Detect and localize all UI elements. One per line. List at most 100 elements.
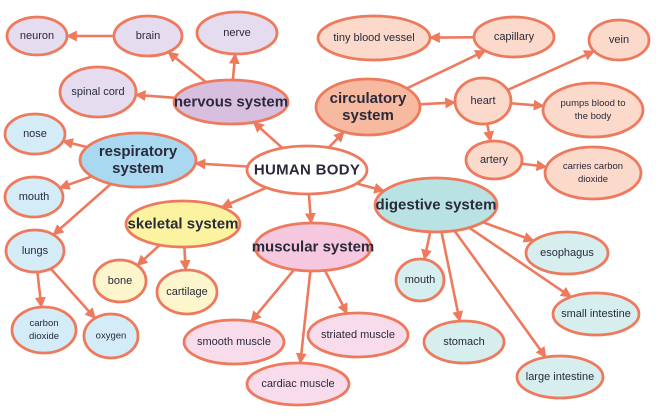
node-esophagus[interactable]: esophagus	[524, 230, 610, 276]
node-shape-muscular[interactable]	[253, 221, 373, 273]
edge-respiratory-to-rmouth	[58, 175, 93, 190]
node-shape-spinal[interactable]	[58, 65, 138, 119]
edge-root-to-digestive	[356, 182, 386, 194]
edge-circulatory-to-capillary	[406, 49, 487, 90]
node-shape-co2[interactable]	[10, 305, 78, 355]
node-muscular[interactable]: muscular system	[252, 221, 375, 273]
node-label-small: small intestine	[561, 308, 631, 320]
node-shape-large[interactable]	[515, 354, 605, 400]
node-shape-esophagus[interactable]	[524, 230, 610, 276]
node-cartilage[interactable]: cartilage	[155, 268, 219, 316]
node-nose[interactable]: nose	[3, 112, 67, 156]
node-small[interactable]: small intestine	[551, 291, 641, 337]
node-label-pumps: pumps blood to	[561, 98, 626, 109]
node-label-cartilage: cartilage	[166, 286, 208, 298]
node-stomach[interactable]: stomach	[422, 319, 506, 365]
node-shape-brain[interactable]	[112, 14, 184, 58]
node-shape-bone[interactable]	[92, 258, 148, 304]
node-tiny[interactable]: tiny blood vessel	[316, 14, 432, 62]
node-label-nervous: nervous system	[174, 94, 288, 111]
edge-respiratory-to-nose	[61, 138, 88, 149]
node-shape-stomach[interactable]	[422, 319, 506, 365]
node-label-digestive: digestive system	[376, 197, 497, 214]
edge-heart-to-artery	[483, 123, 495, 143]
node-bone[interactable]: bone	[92, 258, 148, 304]
node-shape-vein[interactable]	[587, 18, 651, 62]
edge-nervous-to-spinal	[134, 90, 176, 102]
node-label-muscular: muscular system	[252, 239, 375, 256]
node-label-respiratory: system	[112, 160, 164, 177]
node-label-carries: carries carbon	[563, 161, 623, 172]
node-heart[interactable]: heart	[453, 76, 513, 126]
node-shape-oxygen[interactable]	[82, 312, 140, 360]
node-label-oxygen: oxygen	[96, 331, 127, 342]
node-oxygen[interactable]: oxygen	[82, 312, 140, 360]
node-label-vein: vein	[609, 34, 629, 46]
node-shape-striated[interactable]	[306, 311, 410, 359]
node-label-co2: dioxide	[29, 331, 59, 342]
node-label-neuron: neuron	[20, 30, 54, 42]
node-dmouth[interactable]: mouth	[394, 257, 446, 303]
node-shape-capillary[interactable]	[472, 15, 556, 59]
node-shape-nose[interactable]	[3, 112, 67, 156]
node-shape-dmouth[interactable]	[394, 257, 446, 303]
edges-layer	[34, 30, 596, 365]
node-label-root: HUMAN BODY	[254, 162, 360, 179]
node-shape-smooth[interactable]	[182, 318, 286, 366]
node-shape-nerve[interactable]	[195, 10, 279, 56]
node-shape-root[interactable]	[245, 144, 369, 196]
node-brain[interactable]: brain	[112, 14, 184, 58]
node-capillary[interactable]: capillary	[472, 15, 556, 59]
node-shape-respiratory[interactable]	[78, 131, 198, 189]
node-shape-tiny[interactable]	[316, 14, 432, 62]
edge-heart-to-vein	[507, 49, 596, 92]
node-label-nose: nose	[23, 128, 47, 140]
node-striated[interactable]: striated muscle	[306, 311, 410, 359]
node-shape-cartilage[interactable]	[155, 268, 219, 316]
node-lungs[interactable]: lungs	[4, 228, 66, 274]
node-label-spinal: spinal cord	[71, 86, 124, 98]
node-shape-neuron[interactable]	[5, 15, 69, 57]
node-large[interactable]: large intestine	[515, 354, 605, 400]
node-label-skeletal: skeletal system	[128, 216, 239, 233]
node-cardiac[interactable]: cardiac muscle	[245, 361, 351, 407]
node-neuron[interactable]: neuron	[5, 15, 69, 57]
node-shape-carries[interactable]	[543, 145, 643, 201]
node-shape-circulatory[interactable]	[314, 77, 422, 137]
node-label-tiny: tiny blood vessel	[333, 32, 414, 44]
node-shape-skeletal[interactable]	[124, 199, 242, 249]
edge-muscular-to-cardiac	[295, 270, 312, 365]
edge-artery-to-carries	[521, 160, 548, 172]
node-spinal[interactable]: spinal cord	[58, 65, 138, 119]
edge-muscular-to-striated	[323, 269, 349, 315]
node-shape-digestive[interactable]	[373, 176, 499, 234]
node-artery[interactable]: artery	[464, 139, 524, 181]
node-label-esophagus: esophagus	[540, 247, 594, 259]
node-shape-nervous[interactable]	[172, 78, 290, 126]
node-root[interactable]: HUMAN BODY	[245, 144, 369, 196]
node-shape-heart[interactable]	[453, 76, 513, 126]
node-shape-lungs[interactable]	[4, 228, 66, 274]
node-digestive[interactable]: digestive system	[373, 176, 499, 234]
node-label-respiratory: respiratory	[99, 143, 178, 160]
node-shape-small[interactable]	[551, 291, 641, 337]
node-nerve[interactable]: nerve	[195, 10, 279, 56]
node-shape-rmouth[interactable]	[3, 175, 65, 219]
node-nervous[interactable]: nervous system	[172, 78, 290, 126]
edge-nervous-to-nerve	[228, 52, 240, 81]
node-smooth[interactable]: smooth muscle	[182, 318, 286, 366]
node-shape-cardiac[interactable]	[245, 361, 351, 407]
node-rmouth[interactable]: mouth	[3, 175, 65, 219]
node-skeletal[interactable]: skeletal system	[124, 199, 242, 249]
edge-root-to-muscular	[304, 193, 316, 225]
node-shape-pumps[interactable]	[541, 81, 645, 139]
node-vein[interactable]: vein	[587, 18, 651, 62]
edge-digestive-to-large	[453, 229, 547, 359]
edge-digestive-to-dmouth	[421, 231, 432, 261]
node-shape-artery[interactable]	[464, 139, 524, 181]
